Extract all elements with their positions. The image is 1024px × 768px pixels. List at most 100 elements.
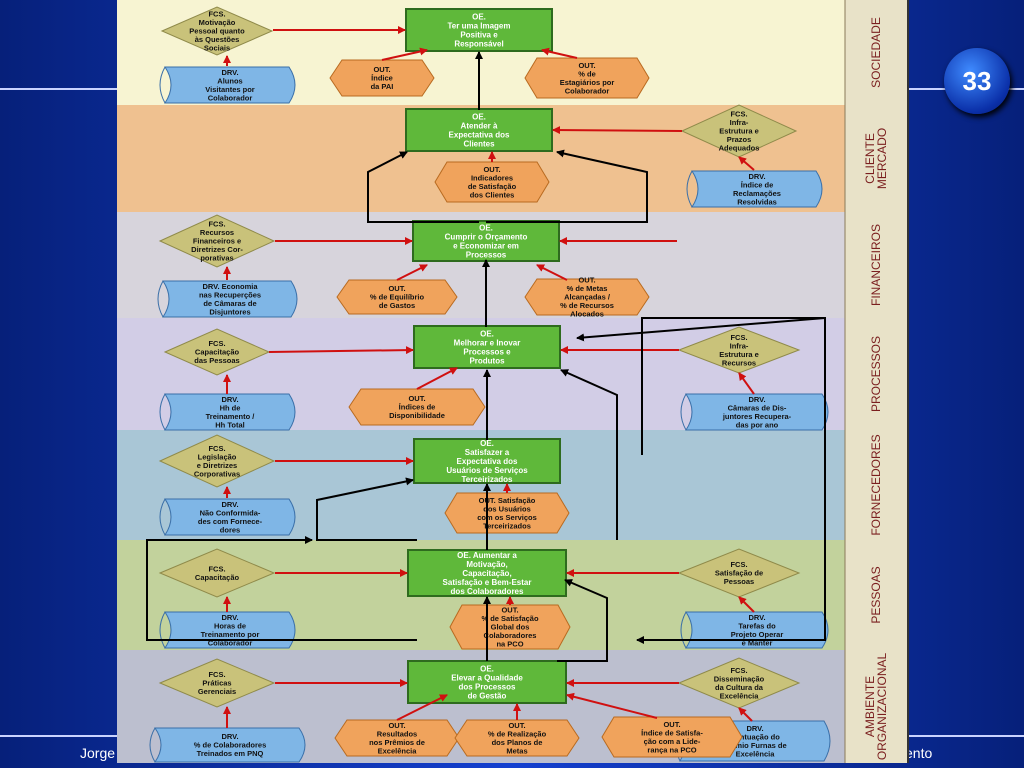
red-arrow-3 xyxy=(541,47,578,59)
fcs-text-6: FCS.Capacitação xyxy=(195,564,240,582)
strategic-map-diagram: SOCIEDADE CLIENTEMERCADO FINANCEIROS PROCES… xyxy=(117,0,907,763)
band-label-2: FINANCEIROS xyxy=(869,224,883,306)
red-arrow-29 xyxy=(566,692,658,719)
fcs-diamond-0 xyxy=(160,6,274,56)
red-arrow-12 xyxy=(268,346,414,355)
out-hexagon-1 xyxy=(524,57,650,99)
fcs-diamond-4 xyxy=(677,326,801,374)
drv-shape-3 xyxy=(164,393,296,431)
objective-box-6 xyxy=(409,662,565,702)
band-label-5: PESSOAS xyxy=(869,566,883,623)
objective-box-1 xyxy=(407,110,551,150)
red-arrow-4 xyxy=(552,126,683,135)
red-arrow-31 xyxy=(738,707,753,722)
black-arrow-2 xyxy=(486,149,648,223)
out-hexagon-0 xyxy=(329,59,435,97)
out-hexagon-10 xyxy=(601,716,743,758)
black-arrow-8 xyxy=(146,536,417,641)
strategic-map-panel: SOCIEDADE CLIENTEMERCADO FINANCEIROS PROCES… xyxy=(117,0,909,763)
page-number-badge: 33 xyxy=(944,48,1010,114)
fcs-diamond-2 xyxy=(158,214,276,268)
fcs-diamond-9 xyxy=(677,657,801,709)
band-label-box-5 xyxy=(845,540,907,650)
black-arrow-12 xyxy=(576,317,826,342)
objective-box-5 xyxy=(409,551,565,595)
band-label-box-4 xyxy=(845,430,907,540)
black-arrow-1 xyxy=(367,151,479,223)
fcs-diamond-1 xyxy=(680,104,798,158)
fcs-diamond-7 xyxy=(677,548,801,598)
black-arrow-5 xyxy=(316,477,417,541)
band-label-box-2 xyxy=(845,212,907,318)
red-arrow-9 xyxy=(396,264,428,281)
band-label-box-3 xyxy=(845,318,907,430)
fcs-diamond-8 xyxy=(158,658,276,708)
band-label-3: PROCESSOS xyxy=(869,336,883,412)
band-label-1: CLIENTEMERCADO xyxy=(863,128,889,189)
band-label-4: FORNECEDORES xyxy=(869,434,883,535)
objective-box-2 xyxy=(414,222,558,260)
band-label-box-0 xyxy=(845,0,907,105)
red-arrow-14 xyxy=(416,367,458,390)
drv-shape-0 xyxy=(164,66,296,104)
red-arrow-27 xyxy=(396,694,448,721)
drv-text-4: DRV.Câmaras de Dis-juntores Recupera-das… xyxy=(722,395,792,430)
red-arrow-24 xyxy=(738,596,755,613)
drv-shape-8 xyxy=(154,727,306,763)
out-text-10: OUT.Índice de Satisfa-ção com a Lide-ran… xyxy=(641,720,703,755)
band-label-0: SOCIEDADE xyxy=(869,17,883,88)
red-arrow-2 xyxy=(381,47,428,61)
drv-shape-2 xyxy=(162,280,298,318)
out-hexagon-2 xyxy=(434,161,550,203)
fcs-diamond-6 xyxy=(158,548,276,598)
red-arrow-5 xyxy=(738,156,755,171)
band-label-6: AMBIENTEORGANIZACIONAL xyxy=(863,653,889,761)
drv-shape-1 xyxy=(691,170,823,208)
objective-box-4 xyxy=(415,440,559,482)
fcs-diamond-5 xyxy=(158,434,276,488)
out-hexagon-5 xyxy=(348,388,486,426)
red-arrow-10 xyxy=(536,264,568,281)
objective-box-3 xyxy=(415,327,559,367)
band-label-box-1 xyxy=(845,105,907,212)
drv-text-5: DRV.Não Conformida-des com Fornece-dores xyxy=(198,500,263,535)
red-arrow-16 xyxy=(738,372,755,395)
black-arrow-11 xyxy=(560,369,618,540)
drv-shape-5 xyxy=(164,498,296,536)
out-hexagon-9 xyxy=(454,719,580,757)
footer-right-text: ento xyxy=(905,745,933,761)
band-label-box-6 xyxy=(845,650,907,763)
black-arrow-9 xyxy=(557,579,608,662)
out-hexagon-6 xyxy=(444,492,570,534)
objective-box-0 xyxy=(407,10,551,50)
